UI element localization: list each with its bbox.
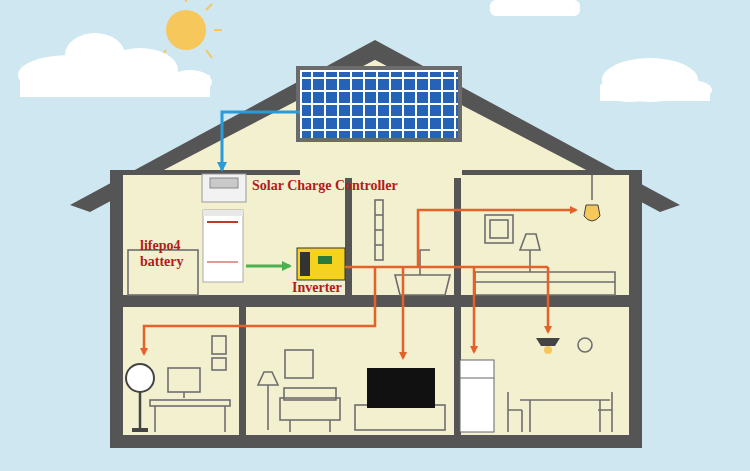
device-label: lifepo4 battery bbox=[140, 238, 200, 270]
power-arrow bbox=[246, 265, 290, 268]
inverter-node: Inverter bbox=[290, 246, 362, 298]
controller-node: Solar Charge Controller bbox=[200, 172, 430, 204]
device-label: Solar Charge Controller bbox=[252, 178, 398, 194]
battery-node: lifepo4 battery bbox=[138, 208, 246, 284]
device-label: Inverter bbox=[292, 280, 342, 296]
